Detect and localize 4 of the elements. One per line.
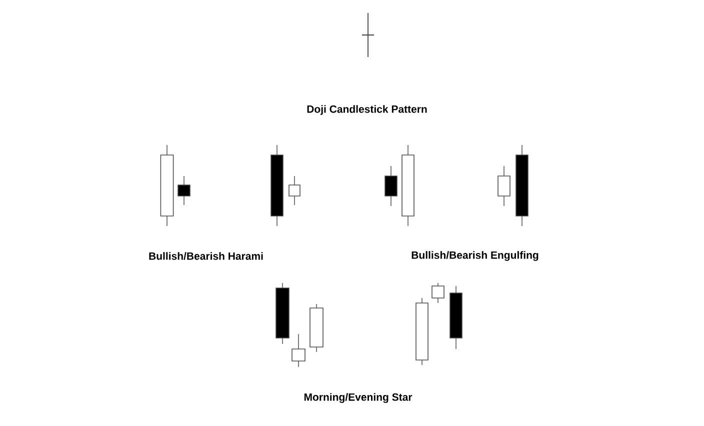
- pattern-caption: Morning/Evening Star: [304, 393, 412, 403]
- pattern-caption: Bullish/Bearish Harami: [149, 252, 263, 260]
- pattern-caption: Bullish/Bearish Engulfing: [412, 251, 538, 261]
- pattern-caption: Doji Candlestick Pattern: [307, 105, 427, 115]
